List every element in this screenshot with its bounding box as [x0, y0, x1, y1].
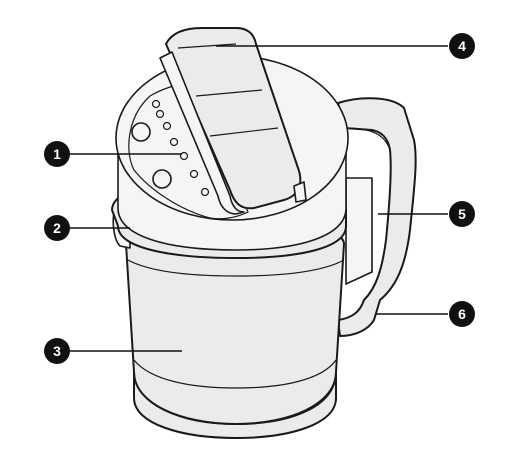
- indicator-dot-2: [155, 109, 165, 119]
- callout-badge-3: 3: [44, 338, 70, 364]
- jug-body: [112, 203, 345, 425]
- callout-badge-6: 6: [449, 301, 475, 327]
- callout-badge-4: 4: [449, 33, 475, 59]
- button-large-top[interactable]: [131, 122, 151, 142]
- callout-label-5: 5: [458, 206, 466, 222]
- lid-lever[interactable]: [159, 27, 307, 215]
- callout-label-2: 2: [53, 220, 61, 236]
- leader-lines: [70, 45, 448, 352]
- callout-badge-2: 2: [44, 215, 70, 241]
- indicator-dot-3: [162, 121, 172, 131]
- callout-label-4: 4: [458, 38, 466, 54]
- indicator-dot-1: [151, 99, 161, 109]
- callout-label-1: 1: [53, 146, 61, 162]
- indicator-dot-6: [189, 169, 199, 179]
- callout-badge-5: 5: [449, 201, 475, 227]
- indicator-dot-4: [169, 137, 179, 147]
- callout-label-3: 3: [53, 343, 61, 359]
- indicator-dot-7: [200, 187, 210, 197]
- callout-label-6: 6: [458, 306, 466, 322]
- callout-badge-1: 1: [44, 141, 70, 167]
- handle: [337, 97, 417, 337]
- indicator-dot-5: [179, 151, 189, 161]
- button-large-bottom[interactable]: [152, 169, 172, 189]
